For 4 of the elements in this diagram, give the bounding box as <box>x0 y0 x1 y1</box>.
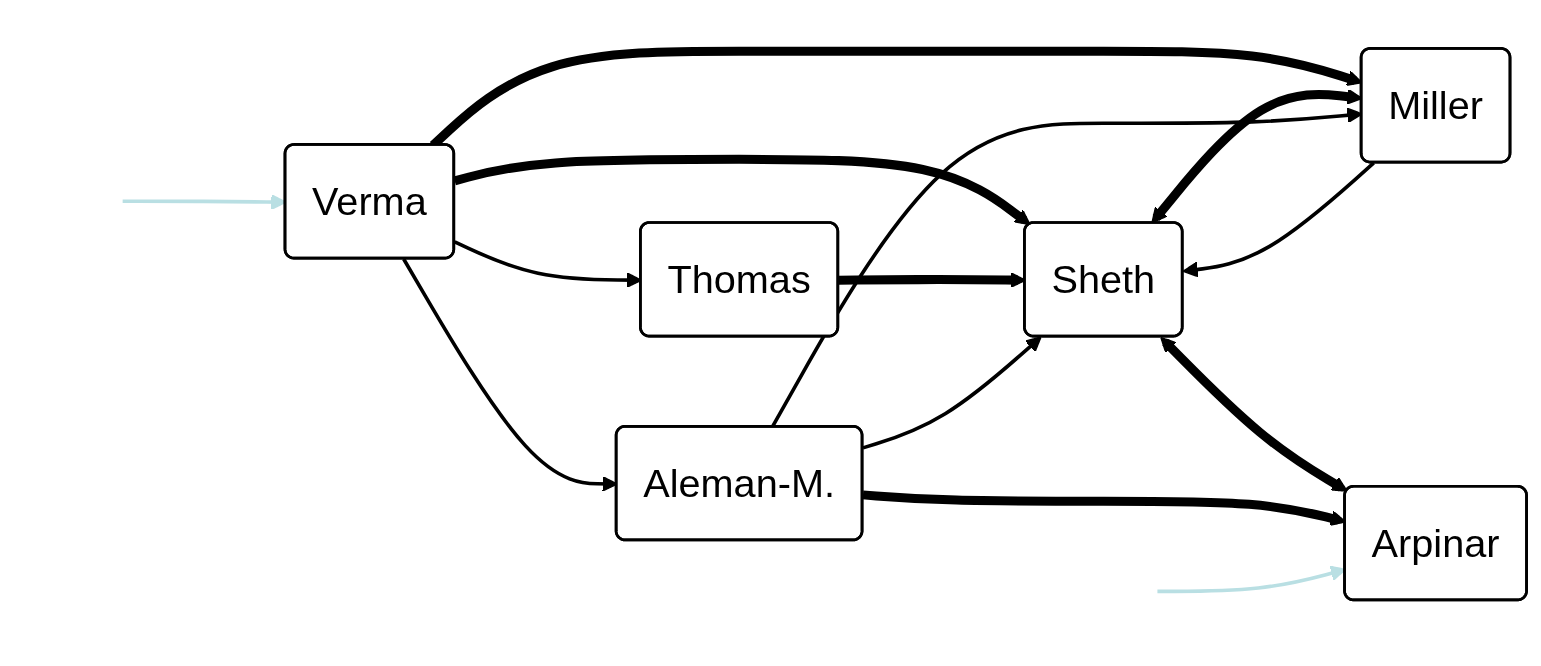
arrow <box>1160 336 1348 492</box>
arrow <box>1182 161 1375 277</box>
arrow <box>453 154 1031 225</box>
arrow <box>862 335 1042 450</box>
